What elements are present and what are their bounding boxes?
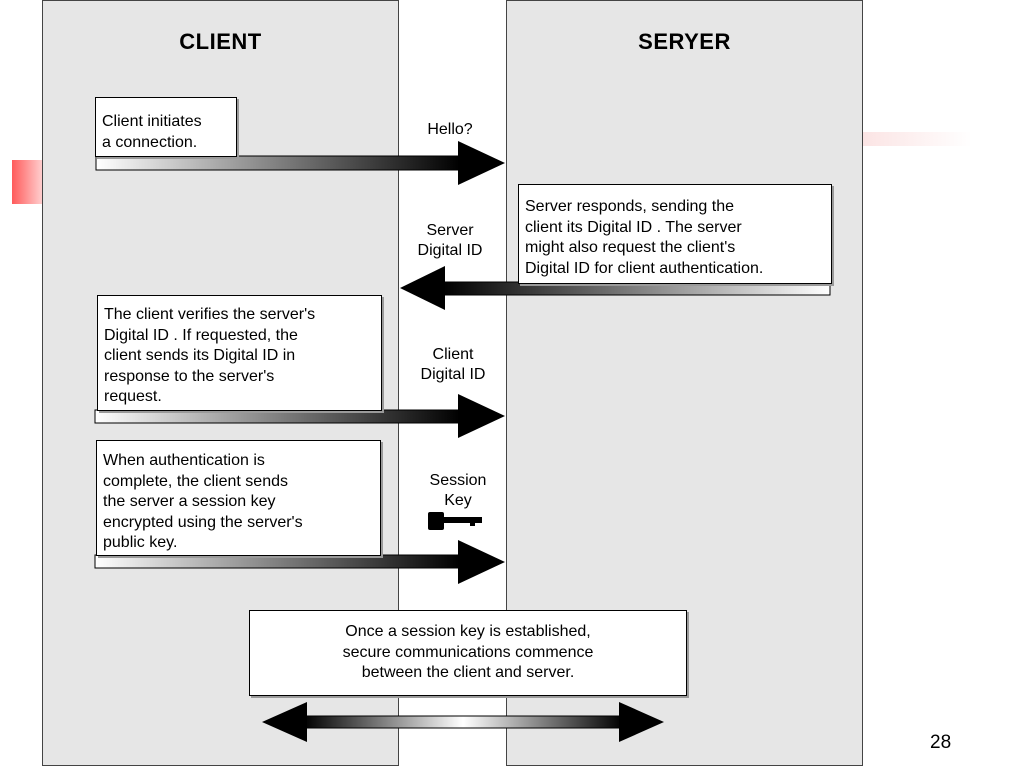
server-title: SERYER — [638, 29, 731, 54]
session-key-arrow — [94, 540, 505, 584]
client-initiates-box: Client initiates a connection. — [95, 97, 237, 157]
pink-accent-line — [862, 132, 972, 146]
client-title: CLIENT — [179, 29, 262, 54]
hello-label: Hello? — [427, 121, 473, 138]
server-digital-id-arrow — [400, 266, 831, 310]
page-number: 28 — [930, 732, 952, 753]
client-digital-id-arrow — [94, 394, 505, 438]
session-key-label: Session Key — [429, 472, 487, 509]
server-digital-id-label: Server Digital ID — [417, 222, 483, 259]
red-accent-bar — [12, 160, 44, 204]
secure-comm-box: Once a session key is established, secur… — [249, 610, 687, 696]
client-digital-id-label: Client Digital ID — [420, 346, 486, 383]
secure-comm-arrow — [262, 702, 664, 742]
key-icon — [428, 512, 482, 530]
auth-complete-box: When authentication is complete, the cli… — [96, 440, 381, 556]
server-responds-box: Server responds, sending the client its … — [518, 184, 832, 284]
client-verifies-box: The client verifies the server's Digital… — [97, 295, 382, 411]
hello-arrow — [95, 141, 505, 185]
